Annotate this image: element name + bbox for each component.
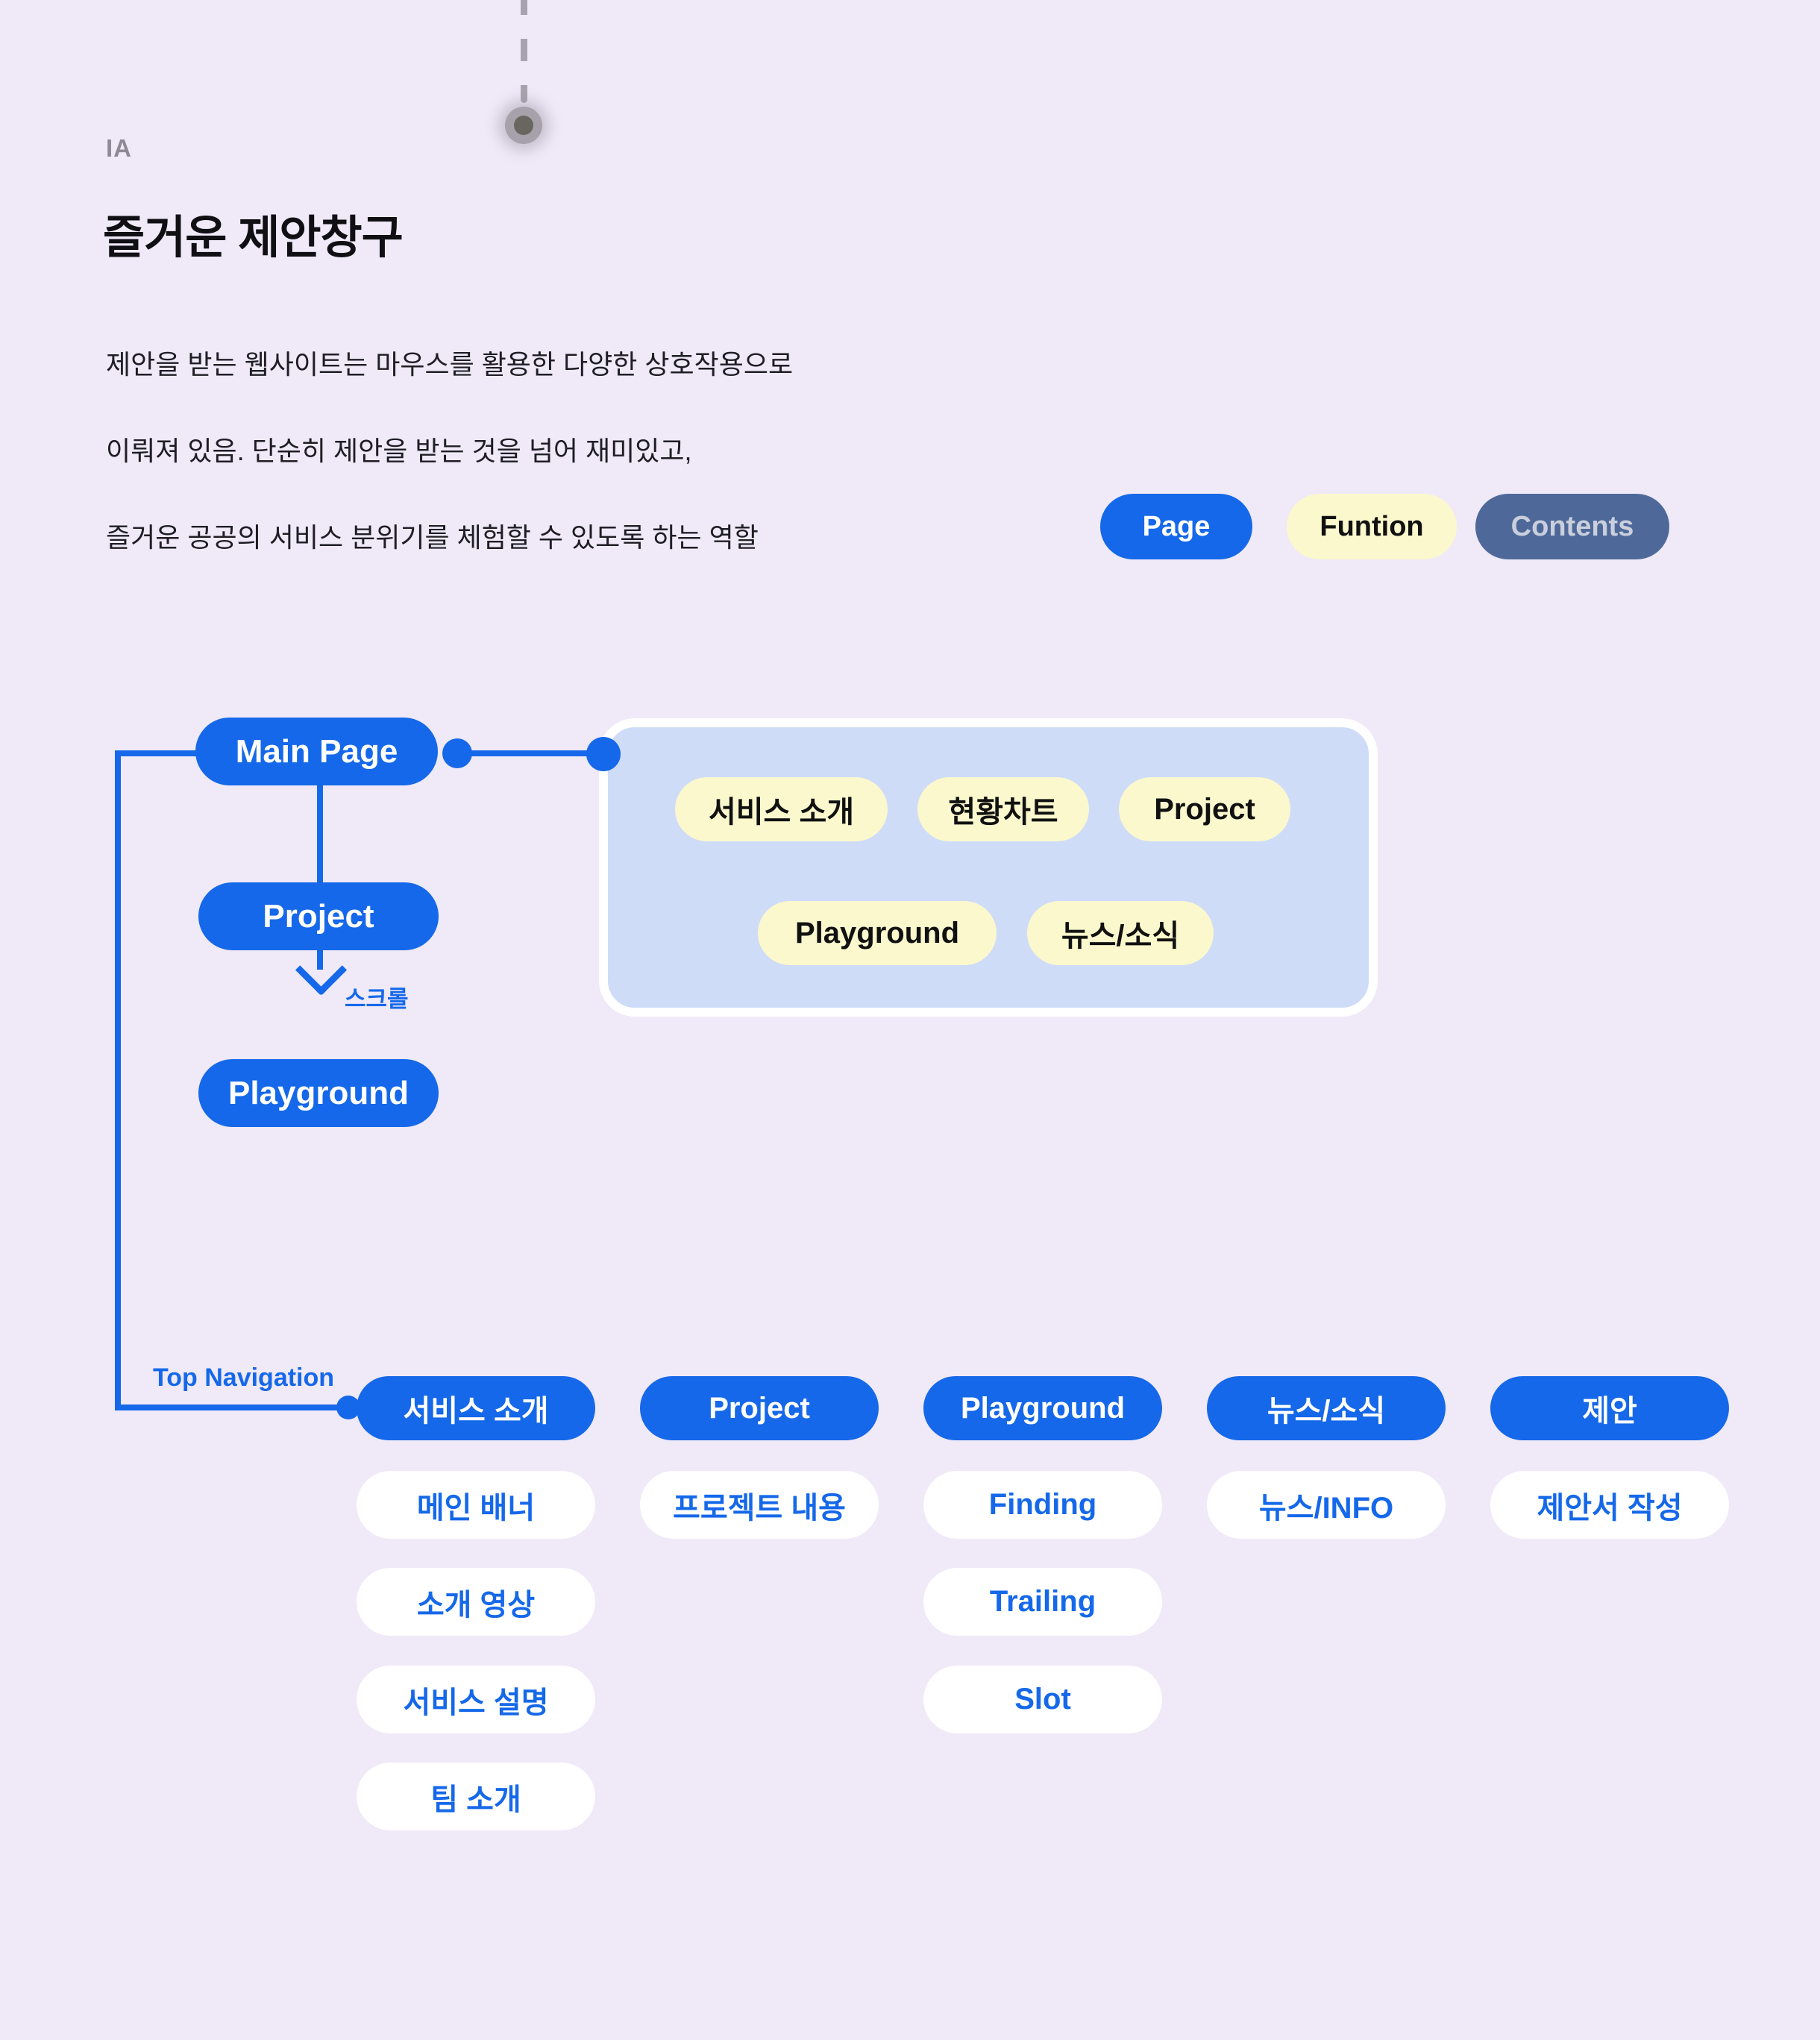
description-line: 이뤄져 있음. 단순히 제안을 받는 것을 넘어 재미있고, [106, 436, 692, 466]
legend-function-pill: Funtion [1287, 494, 1457, 559]
description-line: 즐거운 공공의 서비스 분위기를 체험할 수 있도록 하는 역할 [106, 522, 759, 553]
nav-page-project: Project [640, 1376, 879, 1440]
nav-content-pill: Trailing [923, 1568, 1162, 1636]
arrow-down-icon [295, 944, 348, 997]
connector-mainpage-to-project [317, 785, 323, 882]
legend-page-pill: Page [1100, 494, 1252, 559]
nav-page-news: 뉴스/소식 [1207, 1376, 1446, 1440]
nav-content-pill: Slot [923, 1666, 1162, 1733]
nav-content-pill: Finding [923, 1471, 1162, 1539]
connector-project-scroll-stub [317, 950, 323, 970]
page-title: 즐거운 제안창구 [103, 212, 404, 263]
nav-content-pill: 서비스 설명 [357, 1666, 595, 1733]
nav-page-playground: Playground [923, 1376, 1162, 1440]
connector-dot-icon [442, 738, 472, 768]
nav-page-service-intro: 서비스 소개 [357, 1376, 595, 1440]
connector-mainpage-to-contents [470, 750, 593, 756]
connector-dot-icon [336, 1396, 360, 1419]
content-chip-playground: Playground [758, 901, 997, 965]
nav-content-pill: 제안서 작성 [1490, 1471, 1729, 1539]
main-contents-container: 서비스 소개 현황차트 Project Playground 뉴스/소식 [599, 718, 1378, 1017]
timeline-dashed-line [521, 0, 527, 103]
connector-topnav-horizontal [115, 1405, 351, 1410]
nav-content-pill: 뉴스/INFO [1207, 1471, 1446, 1539]
node-project: Project [198, 882, 439, 950]
nav-content-pill: 소개 영상 [357, 1568, 595, 1636]
page-description: 제안을 받는 웹사이트는 마우스를 활용한 다양한 상호작용으로 이뤄져 있음.… [106, 300, 793, 603]
node-playground: Playground [198, 1059, 439, 1127]
top-navigation-label: Top Navigation [153, 1363, 335, 1392]
nav-content-pill: 메인 배너 [357, 1471, 595, 1539]
section-eyebrow: IA [106, 134, 132, 162]
content-chip-project: Project [1119, 777, 1290, 841]
nav-content-pill: 팀 소개 [357, 1763, 595, 1830]
connector-mainpage-left-stub [115, 750, 204, 756]
content-chip-service-intro: 서비스 소개 [675, 777, 888, 841]
legend-contents-pill: Contents [1475, 494, 1669, 559]
connector-dot-icon [586, 737, 621, 771]
description-line: 제안을 받는 웹사이트는 마우스를 활용한 다양한 상호작용으로 [106, 349, 794, 380]
content-chip-news: 뉴스/소식 [1027, 901, 1214, 965]
node-main-page: Main Page [195, 718, 438, 785]
content-chip-status-chart: 현황차트 [917, 777, 1089, 841]
timeline-dot-core-icon [514, 116, 533, 135]
connector-left-vertical [115, 750, 121, 1410]
nav-content-pill: 프로젝트 내용 [640, 1471, 879, 1539]
nav-page-proposal: 제안 [1490, 1376, 1729, 1440]
scroll-label: 스크롤 [345, 986, 409, 1012]
